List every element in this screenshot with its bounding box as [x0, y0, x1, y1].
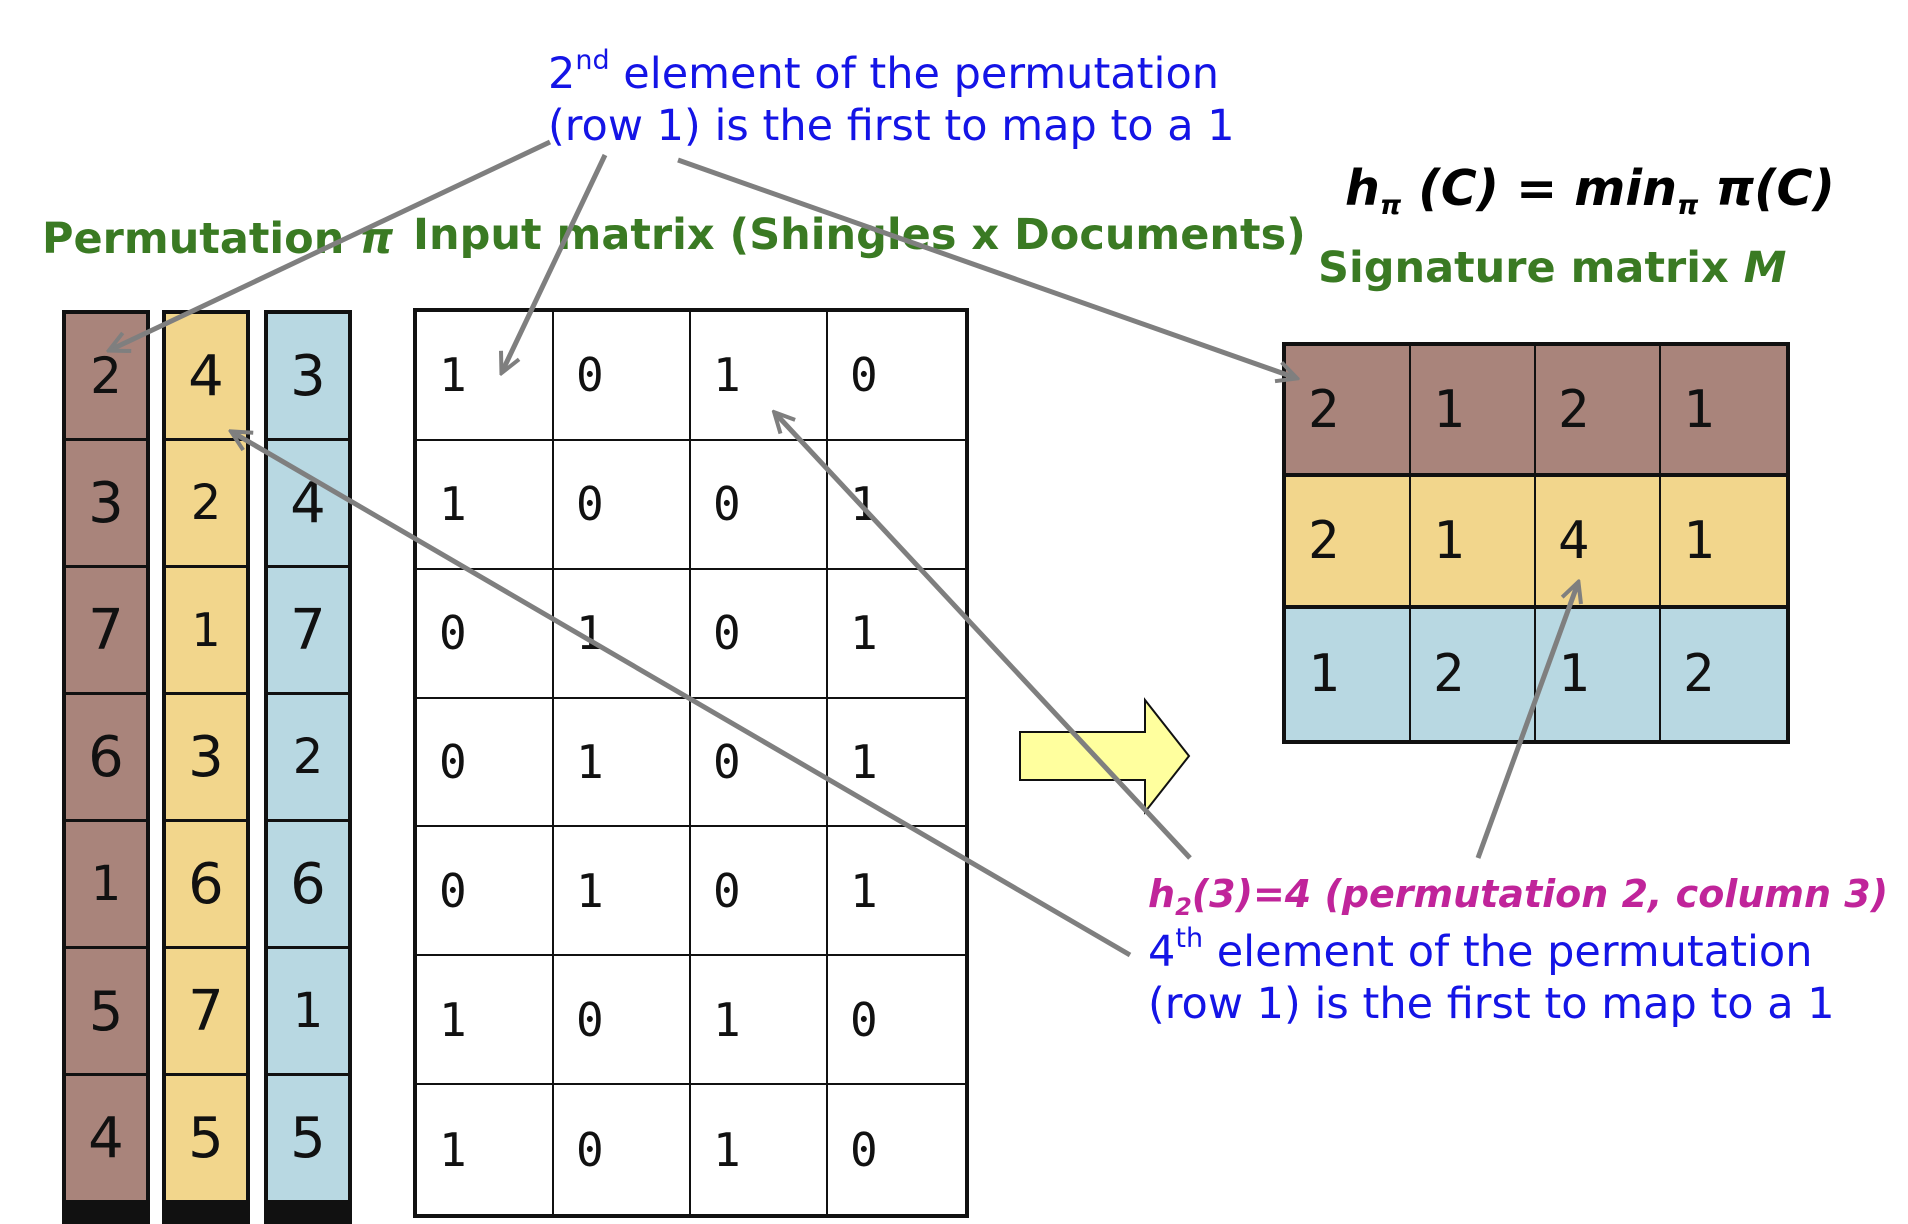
permutation-cell: 3: [166, 695, 246, 822]
permutation-header-label: Permutation: [42, 214, 360, 264]
input-matrix-cell: 0: [417, 827, 554, 957]
input-matrix-cell: 0: [691, 827, 828, 957]
input-matrix-cell: 0: [828, 956, 965, 1086]
h2-label-text: (3)=4 (permutation 2, column 3): [1191, 872, 1889, 916]
permutation-cell: 2: [268, 695, 348, 822]
input-matrix-cell: 0: [691, 698, 828, 828]
input-matrix-cell: 0: [850, 1122, 878, 1177]
formula-middle: (C) = min: [1401, 160, 1677, 217]
signature-matrix-cell: 1: [1661, 477, 1786, 609]
formula-h: h: [1345, 160, 1380, 217]
h2-3-label: h2(3)=4 (permutation 2, column 3): [1148, 872, 1889, 919]
permutation-cell: 4: [268, 441, 348, 568]
input-matrix-cell: 0: [554, 312, 691, 441]
signature-matrix-cell: 1: [1661, 346, 1786, 478]
signature-matrix-cell: 2: [1661, 608, 1786, 740]
input-matrix-cell: 1: [417, 956, 554, 1086]
permutation-cell: 5: [166, 1076, 246, 1200]
bottom-annotation-ordinal-suffix: th: [1175, 923, 1204, 954]
input-matrix-cell: 1: [691, 1085, 828, 1214]
h2-label-subscript: 2: [1175, 893, 1192, 921]
input-matrix-cell: 1: [417, 312, 554, 441]
input-matrix-cell: 1: [417, 440, 554, 570]
input-matrix-cell: 1: [691, 956, 828, 1086]
signature-matrix-cell: 1: [1286, 608, 1411, 740]
permutation-cell: 2: [66, 314, 146, 441]
permutation-cell: 3: [268, 314, 348, 441]
top-annotation-line1: 2nd element of the permutation: [548, 45, 1235, 100]
input-matrix-cell: 1: [554, 698, 691, 828]
bottom-annotation-line1: 4th element of the permutation: [1148, 923, 1835, 978]
top-annotation-text: element of the permutation: [609, 49, 1220, 99]
top-annotation-line2: (row 1) is the first to map to a 1: [548, 101, 1235, 151]
input-matrix-cell: 1: [828, 699, 965, 828]
input-matrix-cell: 0: [417, 569, 554, 699]
signature-matrix-cell: 1: [1536, 608, 1661, 740]
formula-min-subscript: π: [1676, 190, 1699, 221]
bottom-annotation-ordinal: 4: [1148, 927, 1176, 977]
h2-label-h: h: [1148, 872, 1176, 916]
signature-matrix-cell: 1: [1411, 477, 1536, 609]
input-matrix-cell: 0: [554, 956, 691, 1086]
signature-matrix-cell: 2: [1286, 477, 1411, 609]
top-annotation-ordinal: 2: [548, 49, 576, 99]
permutation-cell: 2: [166, 441, 246, 568]
permutation-header: Permutation π: [42, 214, 393, 264]
permutation-cell: 1: [166, 568, 246, 695]
top-annotation: 2nd element of the permutation (row 1) i…: [548, 45, 1235, 152]
permutation-cell: 3: [66, 441, 146, 568]
signature-header-symbol: M: [1743, 243, 1787, 293]
permutation-header-symbol: π: [359, 214, 394, 264]
input-matrix-cell: 0: [691, 569, 828, 699]
signature-matrix-cell: 2: [1286, 346, 1411, 478]
signature-header-label: Signature matrix: [1318, 243, 1744, 293]
input-matrix-cell: 0: [554, 1085, 691, 1214]
signature-matrix-cell: 2: [1536, 346, 1661, 478]
input-matrix-header: Input matrix (Shingles x Documents): [413, 210, 1306, 260]
input-matrix-cell: 1: [554, 827, 691, 957]
input-matrix-cell: 1: [828, 570, 965, 699]
formula-end: π(C): [1698, 160, 1835, 217]
signature-matrix-cell: 4: [1536, 477, 1661, 609]
permutation-cell: 1: [66, 822, 146, 949]
signature-matrix-cell: 2: [1411, 608, 1536, 740]
input-matrix-cell: 0: [417, 698, 554, 828]
formula-h-subscript: π: [1379, 190, 1402, 221]
input-matrix-cell: 0: [554, 440, 691, 570]
permutation-cell: 6: [66, 695, 146, 822]
permutation-cell: 4: [166, 314, 246, 441]
minhash-formula: hπ (C) = minπ π(C): [1345, 160, 1835, 219]
bottom-annotation-text: element of the permutation: [1203, 927, 1813, 977]
permutation-cell: 5: [268, 1076, 348, 1200]
permutation-cell: 6: [166, 822, 246, 949]
top-annotation-ordinal-suffix: nd: [575, 45, 610, 76]
bottom-annotation-line2: (row 1) is the first to map to a 1: [1148, 979, 1835, 1029]
permutation-cell: 7: [268, 568, 348, 695]
permutation-cell: 7: [66, 568, 146, 695]
permutation-cell: 7: [166, 949, 246, 1076]
signature-matrix-cell: 1: [1411, 346, 1536, 478]
input-matrix-cell: 1: [691, 312, 828, 441]
input-matrix-cell: 1: [554, 569, 691, 699]
input-matrix-cell: 0: [691, 440, 828, 570]
input-matrix-cell: 1: [828, 827, 965, 957]
big-right-arrow: [1019, 697, 1191, 815]
permutation-cell: 4: [66, 1076, 146, 1200]
input-matrix-cell: 0: [828, 312, 965, 441]
permutation-cell: 5: [66, 949, 146, 1076]
input-matrix-cell: 1: [417, 1085, 554, 1214]
signature-matrix-header: Signature matrix M: [1318, 243, 1786, 293]
input-matrix-cell: 1: [828, 441, 965, 570]
permutation-cell: 6: [268, 822, 348, 949]
permutation-cell: 1: [268, 949, 348, 1076]
bottom-annotation: 4th element of the permutation (row 1) i…: [1148, 923, 1835, 1030]
